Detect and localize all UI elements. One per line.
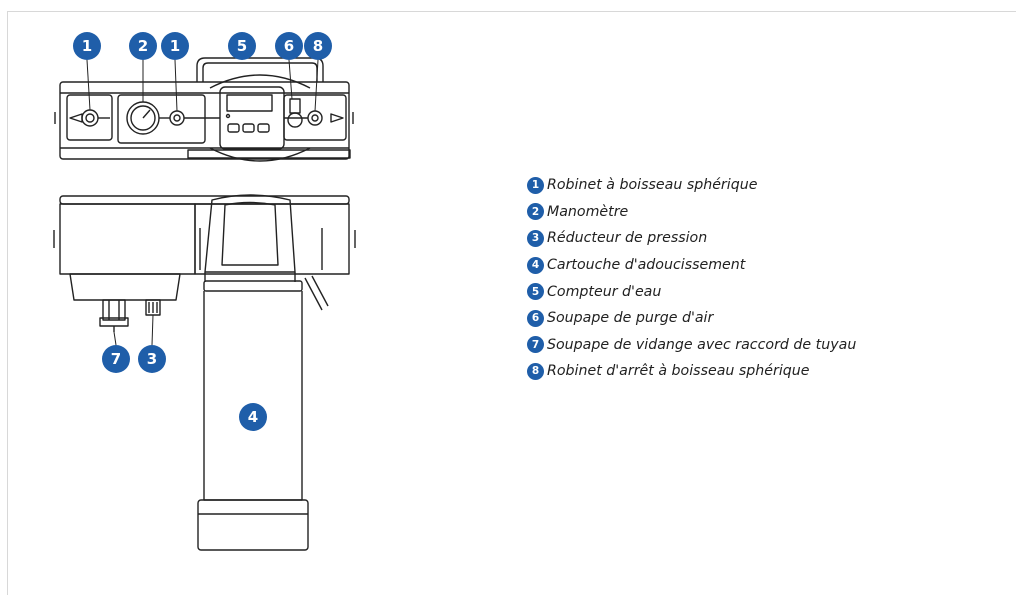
legend-item: 6 Soupape de purge d'air [527, 305, 856, 332]
figure-frame [7, 11, 1016, 595]
svg-text:1: 1 [82, 37, 92, 55]
legend-badge: 7 [527, 336, 544, 354]
callout-1-left: 1 [73, 32, 101, 60]
top-view [54, 57, 354, 162]
callout-6: 6 [275, 32, 303, 60]
legend-label: Robinet à boisseau sphérique [547, 177, 758, 194]
legend-badge: 6 [527, 309, 544, 327]
legend-badge: 1 [527, 176, 544, 194]
legend-label: Robinet d'arrêt à boisseau sphérique [547, 363, 810, 380]
legend-item: 7 Soupape de vidange avec raccord de tuy… [527, 332, 856, 359]
svg-text:3: 3 [147, 350, 157, 368]
legend-label: Cartouche d'adoucissement [547, 257, 746, 274]
legend-label: Manomètre [547, 203, 629, 220]
legend-item: 2 Manomètre [527, 199, 856, 226]
callout-4: 4 [239, 403, 267, 431]
legend-badge: 2 [527, 203, 544, 221]
legend-label: Compteur d'eau [547, 283, 662, 300]
svg-text:2: 2 [138, 37, 148, 55]
callout-8: 8 [304, 32, 332, 60]
svg-text:7: 7 [111, 350, 121, 368]
legend-list: 1 Robinet à boisseau sphérique 2 Manomèt… [527, 172, 856, 385]
legend-label: Soupape de vidange avec raccord de tuyau [547, 336, 857, 353]
legend-item: 8 Robinet d'arrêt à boisseau sphérique [527, 358, 856, 385]
legend-badge: 3 [527, 229, 544, 247]
legend-item: 3 Réducteur de pression [527, 225, 856, 252]
water-meter-outline [219, 86, 285, 150]
legend-item: 5 Compteur d'eau [527, 278, 856, 305]
legend-item: 4 Cartouche d'adoucissement [527, 252, 856, 279]
svg-text:4: 4 [248, 408, 258, 426]
callout-1-right: 1 [161, 32, 189, 60]
front-housing-left [59, 203, 196, 275]
legend-label: Réducteur de pression [547, 230, 708, 247]
legend-badge: 8 [527, 362, 544, 380]
legend-badge: 5 [527, 283, 544, 301]
legend-item: 1 Robinet à boisseau sphérique [527, 172, 856, 199]
svg-text:1: 1 [170, 37, 180, 55]
cartridge-outline [203, 291, 303, 501]
callout-5: 5 [228, 32, 256, 60]
front-view [53, 194, 356, 551]
legend-label: Soupape de purge d'air [547, 310, 714, 327]
svg-text:5: 5 [237, 37, 247, 55]
top-body-outline [59, 81, 350, 160]
callout-2: 2 [129, 32, 157, 60]
svg-text:8: 8 [313, 37, 323, 55]
callout-badges: 1 2 1 5 6 8 7 3 [73, 32, 332, 431]
legend-badge: 4 [527, 256, 544, 274]
callout-7: 7 [102, 345, 130, 373]
svg-text:6: 6 [284, 37, 294, 55]
callout-3: 3 [138, 345, 166, 373]
